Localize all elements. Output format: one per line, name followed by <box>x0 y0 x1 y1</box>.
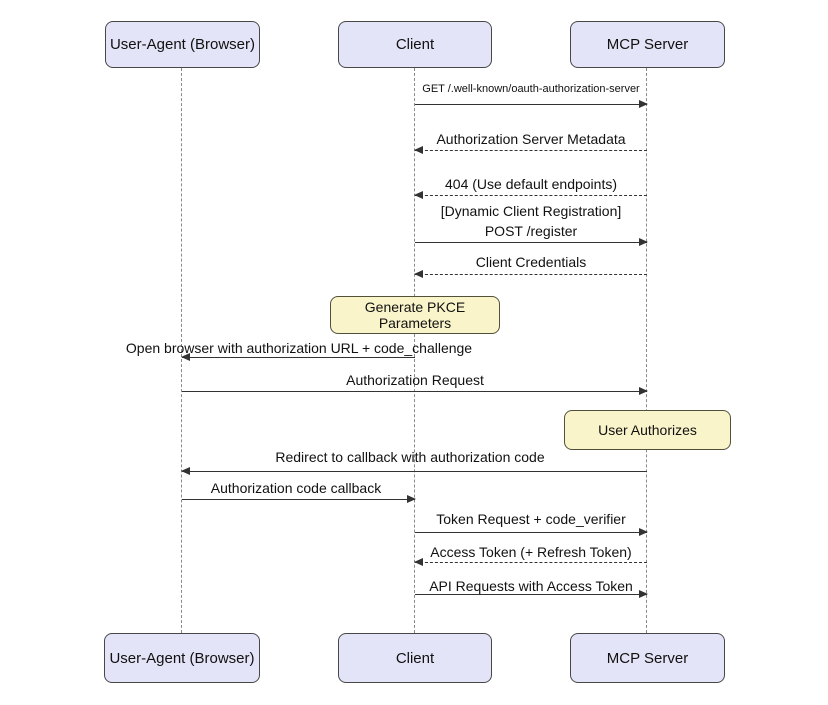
actor-client-top: Client <box>338 21 492 68</box>
actor-user-agent-top: User-Agent (Browser) <box>105 21 260 68</box>
arrowhead-right-icon <box>639 528 648 536</box>
arrowhead-left-icon <box>414 191 423 199</box>
message-label: GET /.well-known/oauth-authorization-ser… <box>422 83 640 95</box>
message-label: Authorization code callback <box>210 480 382 496</box>
actor-label: MCP Server <box>606 649 689 667</box>
message-label: Redirect to callback with authorization … <box>275 449 545 465</box>
note-generate-pkce-parameters: Generate PKCE Parameters <box>330 296 500 334</box>
actor-label: User-Agent (Browser) <box>109 36 256 53</box>
actor-mcp-server-bottom: MCP Server <box>570 633 725 683</box>
actor-mcp-server-top: MCP Server <box>570 21 725 68</box>
lifeline-user-agent <box>181 68 182 633</box>
actor-label: User-Agent (Browser) <box>109 649 255 667</box>
message-label: Authorization Request <box>346 372 484 388</box>
arrowhead-left-icon <box>414 558 423 566</box>
message-line <box>415 100 648 108</box>
arrowhead-right-icon <box>407 495 416 503</box>
actor-label: Client <box>395 36 435 53</box>
actor-label: Client <box>395 649 435 667</box>
message-line <box>182 495 416 503</box>
message-line <box>181 353 415 361</box>
arrowhead-right-icon <box>639 590 648 598</box>
arrowhead-left-icon <box>414 270 423 278</box>
message-label: Authorization Server Metadata <box>436 131 626 147</box>
message-label: 404 (Use default endpoints) <box>445 176 617 192</box>
message-label: POST /register <box>484 223 578 239</box>
message-line <box>415 590 648 598</box>
message-label: Access Token (+ Refresh Token) <box>430 544 632 560</box>
message-line <box>414 146 647 154</box>
message-line <box>415 238 648 246</box>
arrowhead-left-icon <box>181 353 190 361</box>
message-line <box>414 558 647 566</box>
actor-client-bottom: Client <box>338 633 492 683</box>
arrowhead-right-icon <box>639 387 648 395</box>
message-line <box>414 191 647 199</box>
message-label: [Dynamic Client Registration] <box>440 203 622 219</box>
message-label: Client Credentials <box>475 254 587 270</box>
message-line <box>415 528 648 536</box>
actor-label: MCP Server <box>606 36 689 53</box>
lifeline-client <box>414 68 415 633</box>
message-label: Token Request + code_verifier <box>436 511 626 527</box>
message-line <box>182 387 648 395</box>
note-label: Generate PKCE Parameters <box>364 299 466 331</box>
message-line <box>181 467 647 475</box>
arrowhead-left-icon <box>414 146 423 154</box>
message-label: API Requests with Access Token <box>429 578 633 594</box>
note-user-authorizes: User Authorizes <box>564 410 731 450</box>
note-label: User Authorizes <box>598 422 697 438</box>
arrowhead-right-icon <box>639 100 648 108</box>
lifeline-mcp-server <box>646 68 647 633</box>
arrowhead-left-icon <box>181 467 190 475</box>
message-label: Open browser with authorization URL + co… <box>125 340 473 356</box>
actor-user-agent-bottom: User-Agent (Browser) <box>104 633 260 683</box>
message-line <box>414 270 647 278</box>
arrowhead-right-icon <box>639 238 648 246</box>
